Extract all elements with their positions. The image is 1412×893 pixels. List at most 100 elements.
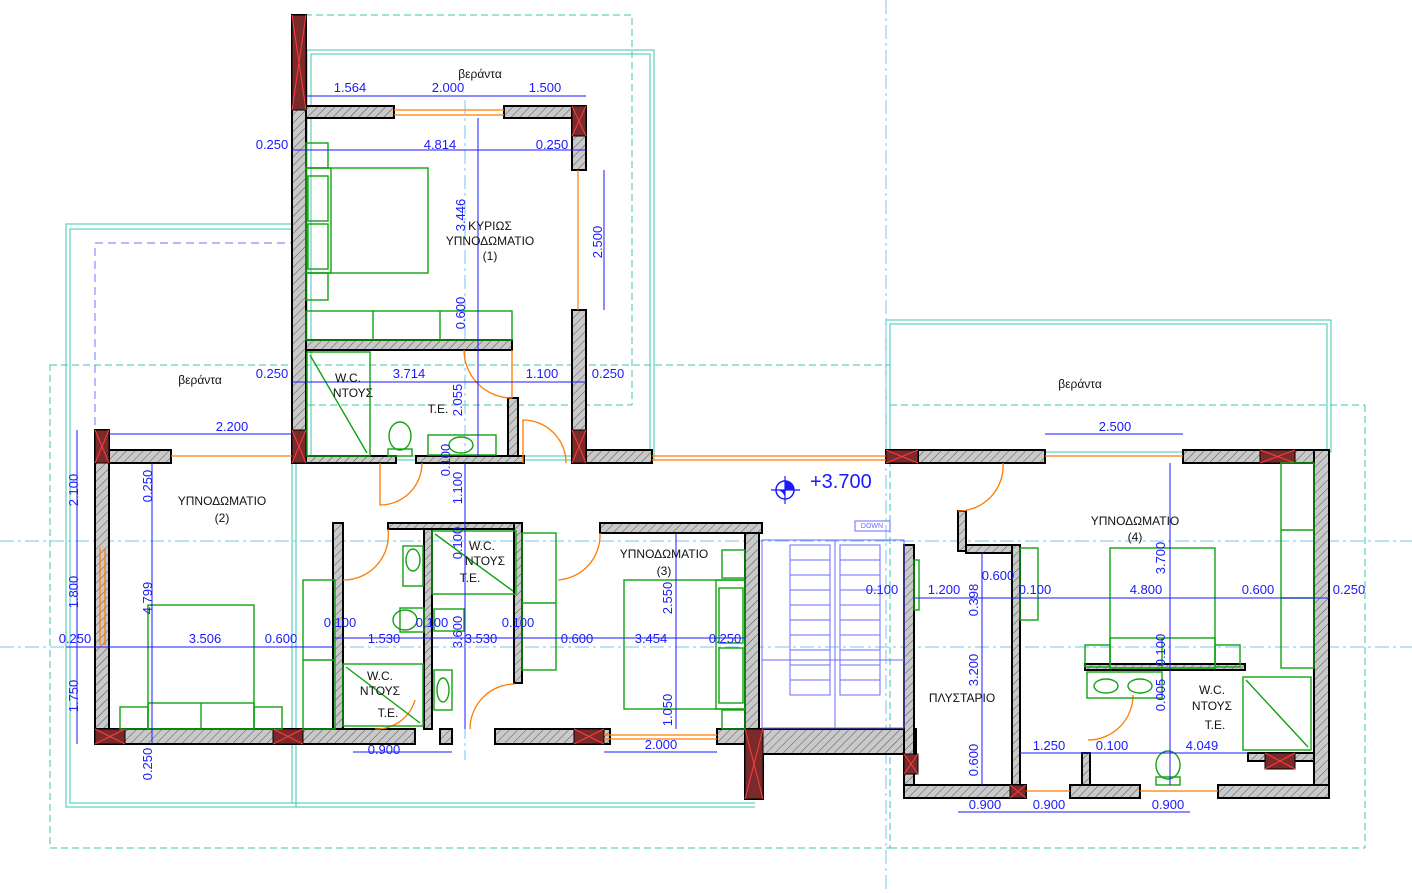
bedroom3-name: ΥΠΝΟΔΩΜΑΤΙΟ <box>620 547 709 561</box>
dim-label: 2.055 <box>450 384 465 417</box>
dim-label: 0.100 <box>416 615 449 630</box>
dim-label: 0.100 <box>1153 634 1168 667</box>
dim-label: 3.700 <box>1153 542 1168 575</box>
wc4-line2: ΝΤΟΥΣ <box>1192 699 1232 713</box>
dim-label: 0.250 <box>709 631 742 646</box>
dim-label: 0.900 <box>1152 797 1185 812</box>
dim-label: 3.200 <box>966 654 981 687</box>
dim-label: 1.200 <box>928 582 961 597</box>
dim-label: 2.000 <box>432 80 465 95</box>
dim-label: 0.250 <box>1333 582 1366 597</box>
room-labels: βεράντα βεράντα βεράντα ΚΥΡΙΩΣ ΥΠΝΟΔΩΜΑΤ… <box>178 67 1232 732</box>
wc2-line2: ΝΤΟΥΣ <box>360 684 400 698</box>
dim-label: 0.100 <box>450 527 465 560</box>
master-bedroom-line2: ΥΠΝΟΔΩΜΑΤΙΟ <box>446 234 535 248</box>
dimension-lines <box>66 95 1329 813</box>
laundry-label: ΠΛΥΣΤΑΡΙΟ <box>929 691 995 705</box>
dim-label: 0.100 <box>438 444 453 477</box>
staircase <box>761 520 905 729</box>
dim-label: 2.500 <box>1099 419 1132 434</box>
wc2-line1: W.C. <box>367 669 393 683</box>
master-bedroom-line1: ΚΥΡΙΩΣ <box>468 219 512 233</box>
dim-label: 0.005 <box>1153 679 1168 712</box>
dim-label: 1.100 <box>526 366 559 381</box>
columns <box>94 14 1296 800</box>
dim-label: 4.814 <box>424 137 457 152</box>
windows <box>99 109 1218 792</box>
dim-label: 0.250 <box>592 366 625 381</box>
dim-label: 1.800 <box>66 576 81 609</box>
dim-label: 3.714 <box>393 366 426 381</box>
bedroom3-number: (3) <box>657 564 672 578</box>
dimension-labels: 1.564 2.000 1.500 0.250 4.814 0.250 3.44… <box>59 80 1366 812</box>
dim-label: 3.454 <box>635 631 668 646</box>
wc4-line1: W.C. <box>1199 683 1225 697</box>
veranda-right-label: βεράντα <box>1058 377 1102 391</box>
dim-label: 4.049 <box>1186 738 1219 753</box>
furniture <box>119 142 1315 786</box>
dim-label: 1.100 <box>450 472 465 505</box>
dim-label: 0.250 <box>536 137 569 152</box>
wc4-line3: Τ.Ε. <box>1205 718 1226 732</box>
dim-label: 3.446 <box>453 199 468 232</box>
wc1-line1: W.C. <box>335 371 361 385</box>
dim-label: 0.250 <box>59 631 92 646</box>
dim-label: 2.550 <box>660 582 675 615</box>
dim-label: 1.564 <box>334 80 367 95</box>
bedroom2-number: (2) <box>215 511 230 525</box>
stair-down-label: DOWN <box>861 523 883 530</box>
bedroom2-name: ΥΠΝΟΔΩΜΑΤΙΟ <box>178 494 267 508</box>
wc2-line3: Τ.Ε. <box>378 706 399 720</box>
walls <box>94 14 1330 800</box>
dim-label: 0.100 <box>866 582 899 597</box>
dim-label: 0.900 <box>1033 797 1066 812</box>
dim-label: 2.000 <box>645 737 678 752</box>
wc1-line2: ΝΤΟΥΣ <box>333 386 373 400</box>
dim-label: 0.600 <box>265 631 298 646</box>
dim-label: 0.250 <box>140 748 155 781</box>
dim-label: 0.600 <box>982 568 1015 583</box>
dim-label: 0.900 <box>368 742 401 757</box>
dim-label: 1.250 <box>1033 738 1066 753</box>
dim-label: 0.250 <box>140 470 155 503</box>
dim-label: 1.530 <box>368 631 401 646</box>
dim-label: 2.200 <box>216 419 249 434</box>
dim-label: 2.500 <box>590 226 605 259</box>
dim-label: 0.100 <box>1019 582 1052 597</box>
veranda-top-label: βεράντα <box>458 67 502 81</box>
dim-label: 0.100 <box>324 615 357 630</box>
elevation-marker: +3.700 <box>771 471 872 504</box>
bedroom4-name: ΥΠΝΟΔΩΜΑΤΙΟ <box>1091 514 1180 528</box>
wc3-line3: Τ.Ε. <box>460 571 481 585</box>
dim-label: 0.250 <box>256 366 289 381</box>
te-master-label: Τ.Ε. <box>428 402 449 416</box>
dim-label: 0.250 <box>256 137 289 152</box>
dim-label: 0.100 <box>502 615 535 630</box>
dim-label: 0.900 <box>969 797 1002 812</box>
site-boundaries <box>49 14 1366 849</box>
dim-label: 0.100 <box>1096 738 1129 753</box>
dim-label: 0.600 <box>453 297 468 330</box>
dim-label: 1.050 <box>660 694 675 727</box>
dim-label: 2.100 <box>66 474 81 507</box>
dim-label: 0.398 <box>966 584 981 617</box>
dim-label: 1.500 <box>529 80 562 95</box>
veranda-left-label: βεράντα <box>178 373 222 387</box>
dim-label: 3.506 <box>189 631 222 646</box>
dim-label: 1.750 <box>66 680 81 713</box>
doors <box>342 349 1134 741</box>
wc3-line1: W.C. <box>469 539 495 553</box>
dim-label: 0.600 <box>966 744 981 777</box>
wc3-line2: ΝΤΟΥΣ <box>465 554 505 568</box>
dim-label: 3.600 <box>450 616 465 649</box>
bedroom4-number: (4) <box>1128 530 1143 544</box>
dim-label: 4.799 <box>140 582 155 615</box>
dim-label: 4.800 <box>1130 582 1163 597</box>
elevation-label: +3.700 <box>810 471 872 493</box>
master-bedroom-number: (1) <box>483 249 498 263</box>
dim-label: 0.600 <box>1242 582 1275 597</box>
dim-label: 0.600 <box>561 631 594 646</box>
dim-label: 3.530 <box>465 631 498 646</box>
